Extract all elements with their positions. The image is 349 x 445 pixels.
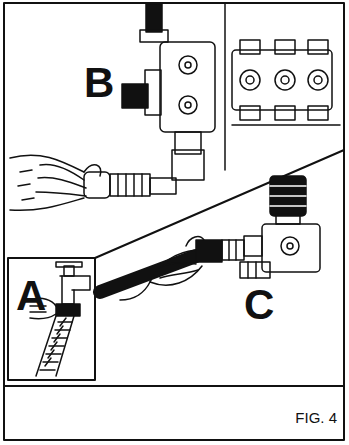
callout-letter: A (16, 275, 46, 317)
hose-with-hand (100, 237, 244, 300)
pump-manifold (240, 176, 320, 278)
inset-frame (8, 258, 95, 380)
figure-caption: FIG. 4 (295, 410, 337, 425)
callout-letter: B (84, 62, 114, 104)
callout-letter: C (244, 284, 274, 326)
divider (224, 3, 226, 170)
pump-manifold (232, 40, 340, 125)
hand-with-fitting (10, 155, 176, 210)
divider (4, 385, 344, 387)
pump-manifold (122, 4, 215, 180)
outer-frame (4, 3, 344, 440)
